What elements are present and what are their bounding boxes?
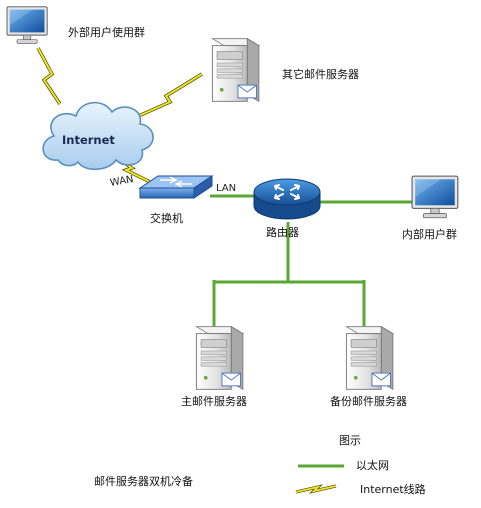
internal-users-label: 内部用户群 [402, 228, 457, 241]
internet-label: Internet [62, 133, 115, 147]
main-mail-server-label: 主邮件服务器 [181, 395, 247, 408]
external-users-label: 外部用户使用群 [68, 26, 145, 39]
caption: 邮件服务器双机冷备 [94, 475, 193, 488]
other-mail-servers-label: 其它邮件服务器 [282, 68, 359, 81]
switch-label: 交换机 [150, 212, 183, 225]
router-label: 路由器 [266, 226, 299, 239]
internet-cloud-icon [42, 101, 154, 171]
router-icon [253, 178, 321, 220]
main-mail-server-icon [195, 326, 244, 390]
legend-internet-line-label: Internet线路 [360, 483, 426, 496]
external-users-monitor-icon [6, 6, 48, 44]
backup-mail-server-icon [345, 326, 394, 390]
legend-ethernet-label: 以太网 [356, 459, 389, 472]
switch-icon [138, 175, 214, 199]
legend-title: 图示 [339, 434, 361, 447]
backup-mail-server-label: 备份邮件服务器 [330, 395, 407, 408]
other-mail-server-icon [211, 38, 260, 102]
legend-internet-bolt-icon [295, 484, 337, 494]
ethernet-links [210, 194, 412, 328]
lan-label: LAN [216, 183, 237, 194]
internal-users-monitor-icon [411, 175, 459, 219]
